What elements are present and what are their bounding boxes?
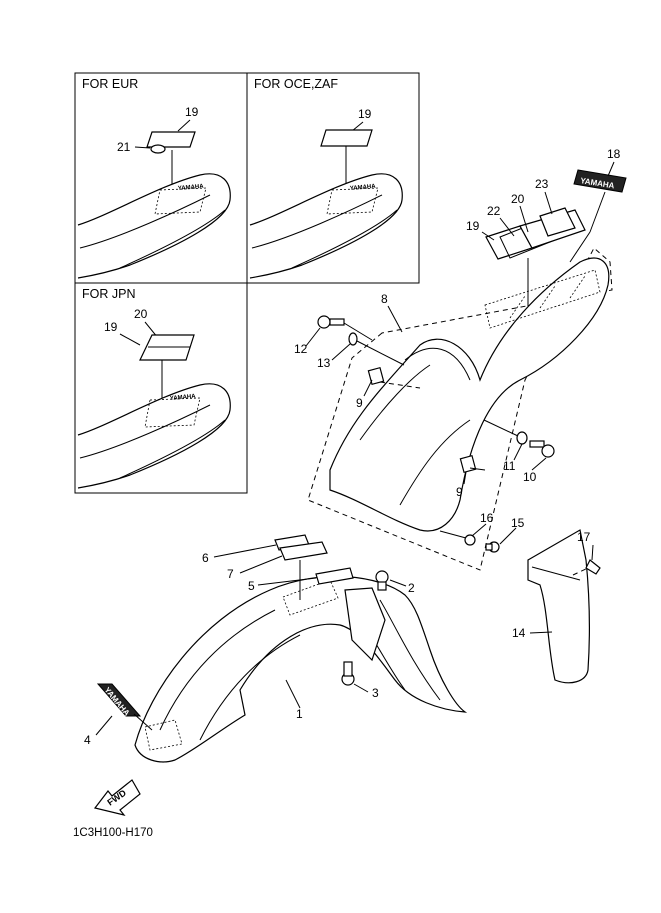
forward-arrow-icon — [93, 779, 141, 816]
bolt-2 — [375, 570, 389, 584]
callouts: 1 2 3 4 5 6 7 8 9 9 10 11 12 13 14 15 16 — [84, 147, 621, 747]
callout-20: 20 — [134, 307, 148, 321]
callout-13: 13 — [317, 356, 331, 370]
yamaha-decal-4 — [96, 683, 142, 717]
inset-frame — [74, 282, 248, 494]
callout-8: 8 — [381, 292, 388, 306]
rear-fender-assembly: YAMAHA — [307, 169, 627, 571]
callout-18: 18 — [607, 147, 621, 161]
callout-19: 19 — [358, 107, 372, 121]
callout-16: 16 — [480, 511, 494, 525]
inset-frame — [246, 72, 420, 284]
yamaha-logo: YAMAHA — [350, 184, 377, 192]
inset-for-oce-zaf: FOR OCE,ZAF 19 YAMAHA — [246, 72, 420, 284]
washer-13 — [348, 332, 358, 346]
rear-fender — [329, 257, 610, 532]
yamaha-logo: YAMAHA — [170, 394, 197, 402]
callout-19: 19 — [466, 219, 480, 233]
inset-title: FOR OCE,ZAF — [254, 77, 338, 91]
callout-20: 20 — [511, 192, 525, 206]
callout-9-upper: 9 — [356, 396, 363, 410]
callout-1: 1 — [296, 707, 303, 721]
callout-17: 17 — [577, 530, 591, 544]
sticker-23 — [539, 207, 576, 237]
callout-11: 11 — [503, 459, 516, 473]
callout-9-lower: 9 — [456, 485, 463, 499]
callout-5: 5 — [248, 579, 255, 593]
yamaha-decal-18 — [573, 169, 627, 193]
yamaha-logo: YAMAHA — [178, 184, 205, 192]
callout-21: 21 — [117, 140, 131, 154]
inset-for-eur: FOR EUR 19 21 YAMAHA — [74, 72, 248, 284]
callout-15: 15 — [511, 516, 525, 530]
diagram-code: 1C3H100-H170 — [73, 827, 153, 839]
fasteners-right — [483, 419, 555, 458]
rear-fender-outline — [77, 383, 231, 489]
callout-4: 4 — [84, 733, 91, 747]
callout-23: 23 — [535, 177, 549, 191]
round-sticker — [150, 144, 166, 154]
fender-brace — [344, 587, 386, 662]
mud-flap-assembly — [527, 529, 601, 684]
rear-fender-outline — [249, 173, 403, 279]
callout-19: 19 — [104, 320, 118, 334]
fasteners-upper-left — [317, 315, 405, 366]
inset-title: FOR JPN — [82, 287, 135, 301]
fwd-arrow: FWD — [93, 779, 141, 816]
mud-flap-14 — [527, 529, 590, 684]
label-sticker — [146, 131, 196, 148]
bolt-10-shank — [529, 440, 545, 448]
sticker-7 — [279, 541, 328, 561]
nut-16 — [464, 534, 476, 546]
inset-title: FOR EUR — [82, 77, 138, 91]
callout-3: 3 — [372, 686, 379, 700]
bolt-10 — [541, 444, 555, 458]
front-fender-assembly: YAMAHA — [96, 534, 468, 763]
callout-12: 12 — [294, 342, 308, 356]
bolt-12 — [317, 315, 331, 329]
inset-for-jpn: FOR JPN 20 19 YAMAHA — [74, 282, 248, 494]
callout-14: 14 — [512, 626, 526, 640]
assembly-dashed-outline — [307, 247, 613, 571]
sticker-5 — [315, 567, 354, 585]
callout-2: 2 — [408, 581, 415, 595]
callout-22: 22 — [487, 204, 501, 218]
rear-fender-outline — [77, 173, 231, 279]
screw-17 — [585, 559, 601, 575]
callout-6: 6 — [202, 551, 209, 565]
washer-11 — [516, 431, 528, 445]
callout-10: 10 — [523, 470, 537, 484]
front-fender-1 — [134, 575, 468, 763]
callout-7: 7 — [227, 567, 234, 581]
label-sticker — [320, 129, 373, 147]
fasteners-15-16 — [439, 530, 500, 553]
callout-19: 19 — [185, 105, 199, 119]
bolt-12-shank — [329, 318, 345, 326]
